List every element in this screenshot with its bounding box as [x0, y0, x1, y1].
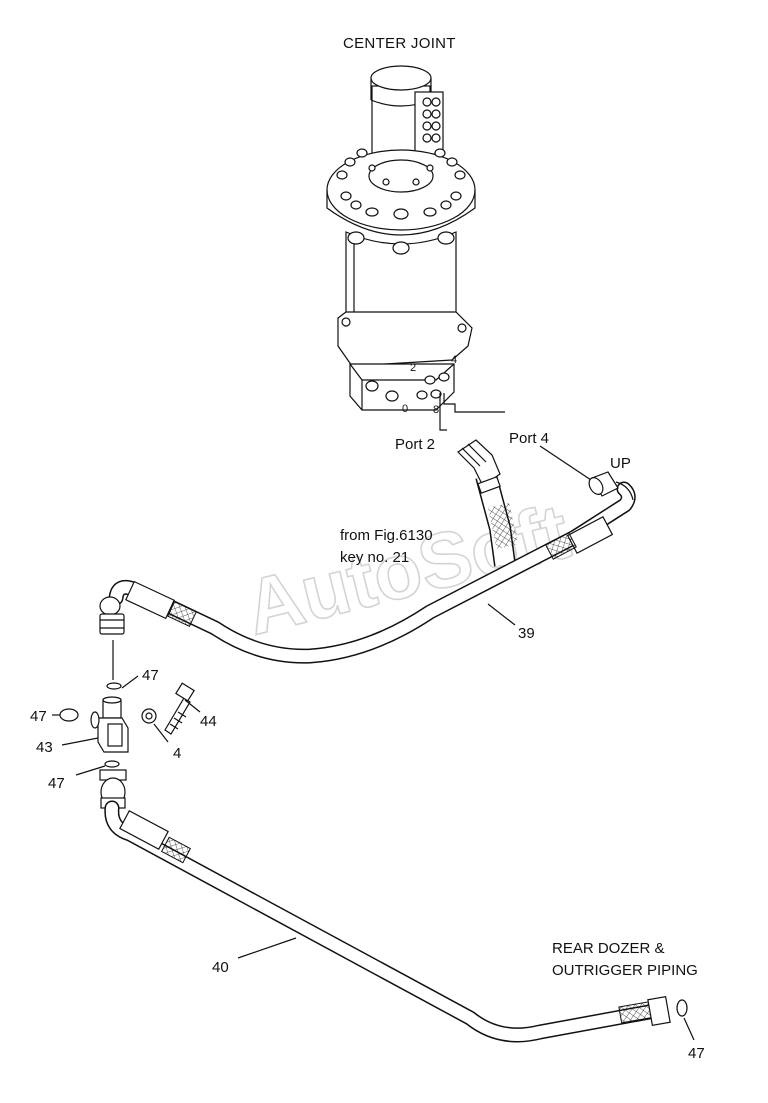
- port-4-leader-a: [443, 393, 505, 413]
- callout-40: 40: [212, 959, 229, 976]
- tee-fitting-43: [59, 640, 195, 768]
- center-joint: 2 4 0 8: [326, 65, 476, 416]
- port-number-2: 2: [410, 362, 416, 374]
- callout-39: 39: [518, 625, 535, 642]
- leader-43: [61, 737, 99, 746]
- leader-47-mid: [75, 765, 106, 776]
- callout-47-bottom: 47: [688, 1045, 705, 1062]
- reference-note-line2: key no. 21: [340, 549, 409, 566]
- leader-39: [487, 603, 516, 626]
- pipe-39: [99, 471, 636, 664]
- label-port-2: Port 2: [395, 436, 435, 453]
- port-number-8: 8: [433, 404, 439, 416]
- leader-47-top: [121, 675, 139, 689]
- port-2-leader: [439, 393, 447, 431]
- leader-40: [237, 937, 297, 959]
- callout-43: 43: [36, 739, 53, 756]
- leader-4: [153, 723, 169, 743]
- reference-note-line1: from Fig.6130: [340, 527, 433, 544]
- title-center-joint: CENTER JOINT: [343, 35, 456, 52]
- label-up: UP: [610, 455, 631, 472]
- destination-line2: OUTRIGGER PIPING: [552, 962, 698, 979]
- label-port-4: Port 4: [509, 430, 549, 447]
- callout-47-top: 47: [142, 667, 159, 684]
- callout-47-mid: 47: [48, 775, 65, 792]
- callout-44: 44: [200, 713, 217, 730]
- leader-44: [184, 699, 201, 713]
- port-number-0: 0: [402, 403, 408, 415]
- destination-line1: REAR DOZER &: [552, 940, 665, 957]
- callout-4: 4: [173, 745, 181, 762]
- callout-47-left: 47: [30, 708, 47, 725]
- pipe-40: [99, 769, 688, 1043]
- leader-47-bottom: [683, 1017, 695, 1041]
- port-number-4: 4: [451, 354, 457, 366]
- hose-port-2: [457, 439, 519, 567]
